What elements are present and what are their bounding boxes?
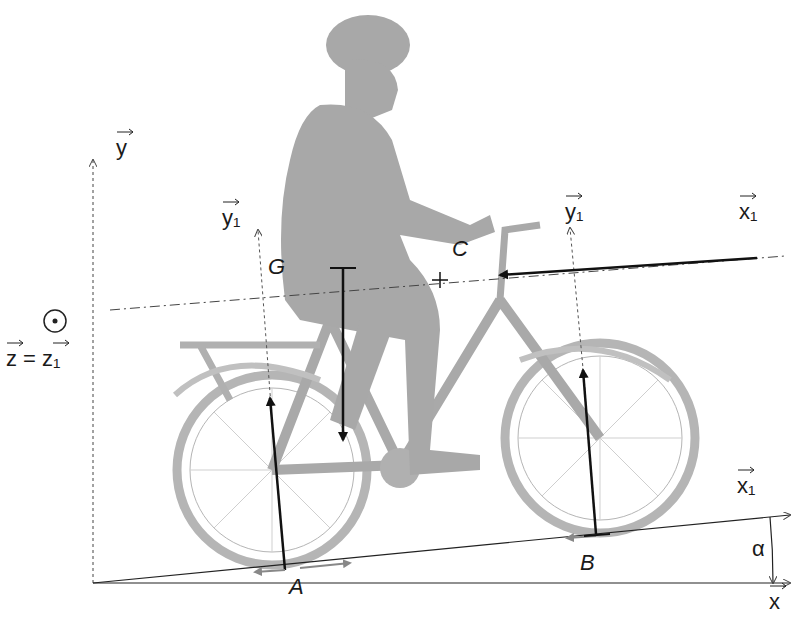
axis-label: y₁	[565, 201, 583, 223]
axis-label: y₁	[222, 207, 240, 229]
point-label: C	[452, 238, 468, 260]
point-label: G	[268, 256, 285, 278]
point-label: B	[580, 552, 595, 574]
axis-label: y	[116, 137, 127, 159]
axis-label: x	[769, 591, 780, 613]
axis-label: x₁	[737, 475, 755, 497]
axis-label: x₁	[739, 201, 757, 223]
point-label: A	[289, 576, 304, 598]
angle-label: α	[752, 538, 765, 560]
axis-label: z = z₁	[6, 348, 61, 370]
